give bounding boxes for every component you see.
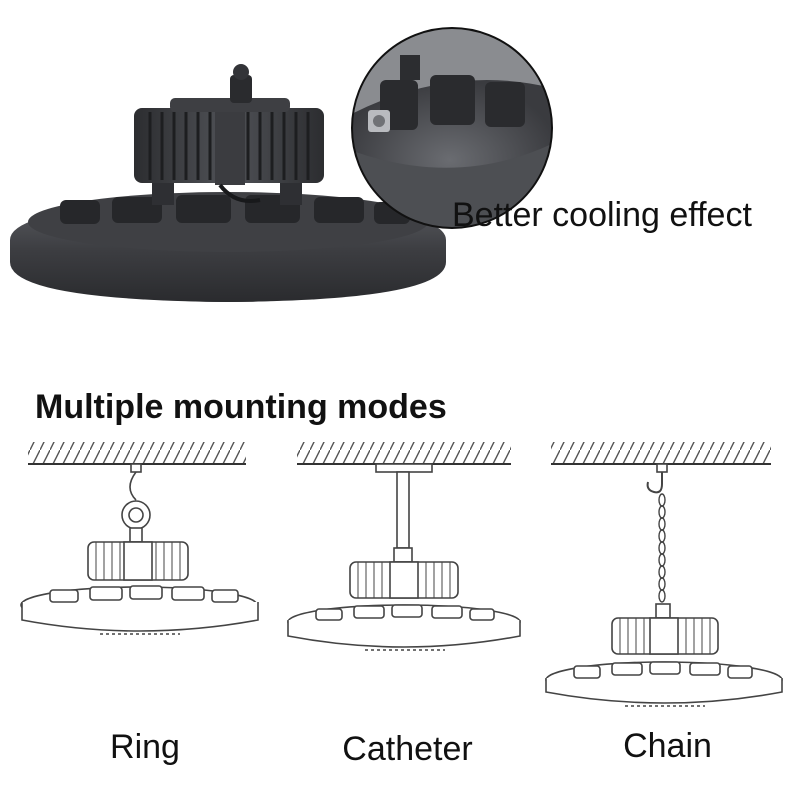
mounting-title: Multiple mounting modes <box>35 388 447 426</box>
product-photo <box>10 27 553 302</box>
cooling-callout: Better cooling effect <box>452 196 752 234</box>
mode-label-ring: Ring <box>110 728 180 766</box>
mounting-diagrams <box>20 442 783 707</box>
mode-label-chain: Chain <box>623 727 712 765</box>
high-bay-light-image <box>10 64 446 302</box>
mode-label-catheter: Catheter <box>342 730 473 768</box>
chain-hook-icon <box>545 442 783 707</box>
cooling-detail-zoom <box>351 27 553 229</box>
ring-hook-icon <box>20 442 259 635</box>
pipe-mount-icon <box>287 442 521 651</box>
